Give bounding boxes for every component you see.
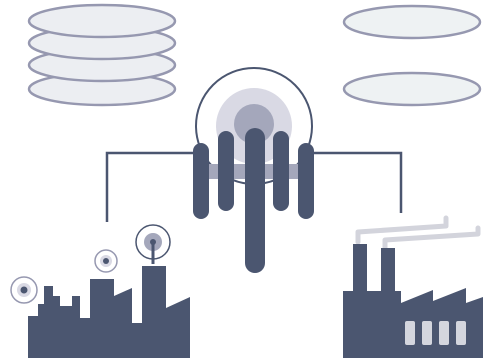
factory-window: [405, 321, 415, 345]
factory-with-pipes-icon: [343, 218, 483, 358]
signal-icon: [136, 225, 170, 264]
pipes: [358, 218, 478, 248]
factory-building: [28, 266, 190, 358]
right-connector-line: [309, 153, 401, 213]
hub-prong: [193, 143, 209, 219]
factory-with-signals-icon: [11, 225, 190, 358]
disk: [344, 6, 480, 38]
single-disks-icon: [344, 6, 480, 105]
hub-prong: [273, 131, 289, 211]
factory-window: [422, 321, 432, 345]
hub-prong: [218, 131, 234, 211]
signal-icon: [11, 277, 37, 303]
radiating-hub-icon: [193, 68, 314, 273]
signal-icon: [95, 250, 117, 272]
hub-prong: [298, 143, 314, 219]
disk: [29, 5, 175, 37]
disk: [344, 73, 480, 105]
factory-window: [439, 321, 449, 345]
left-connector-line: [107, 153, 196, 222]
stacked-disks-icon: [29, 5, 175, 105]
factory-window: [456, 321, 466, 345]
hub-prong: [245, 128, 265, 273]
